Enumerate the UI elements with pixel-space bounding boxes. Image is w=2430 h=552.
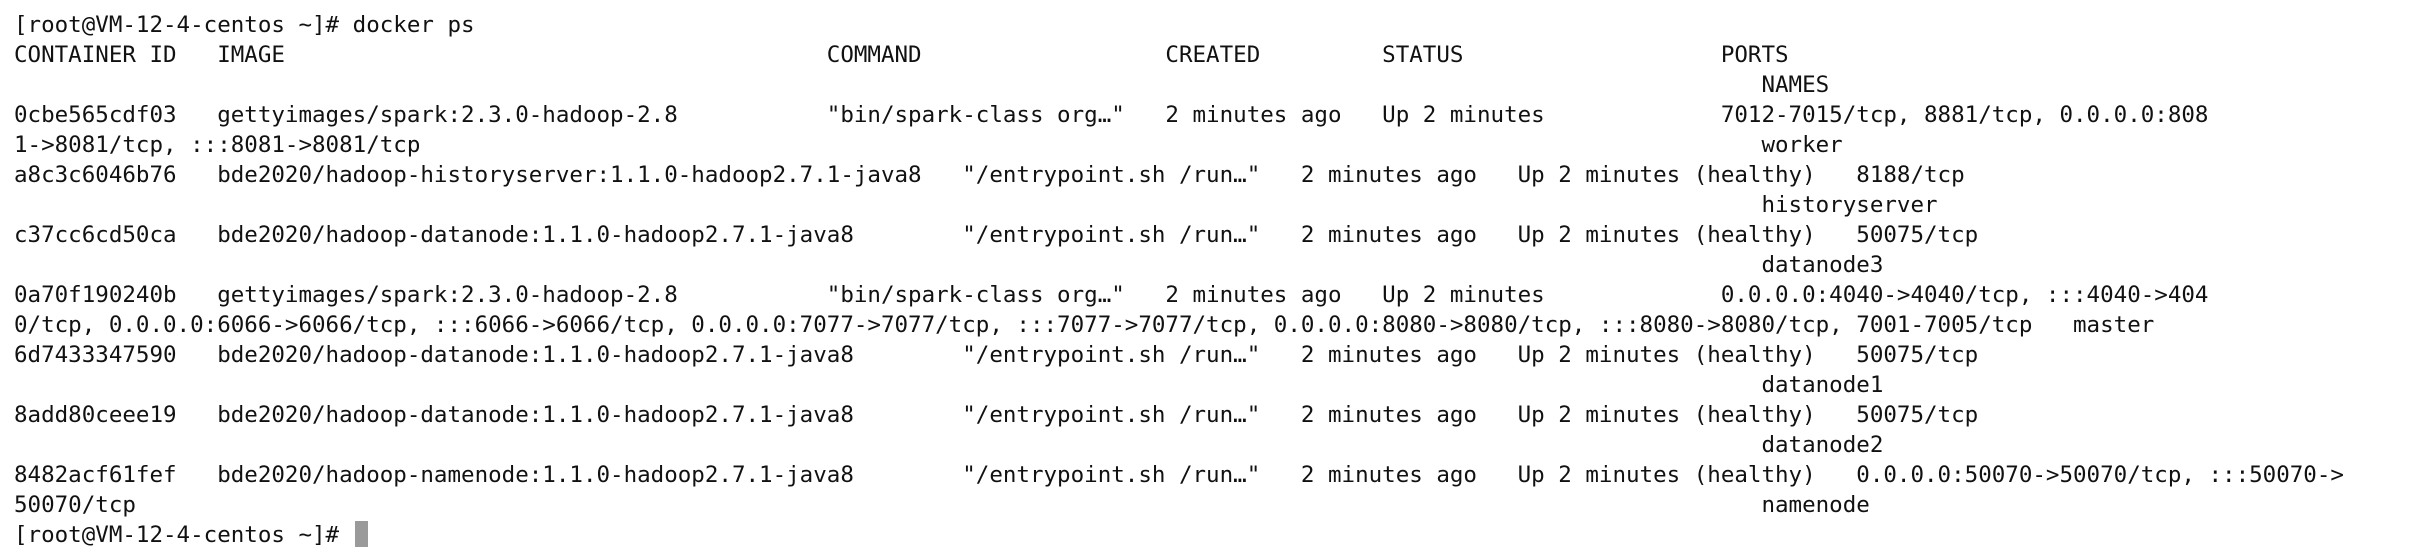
terminal-line: 50070/tcp namenode [14, 492, 1870, 518]
terminal-line: 1->8081/tcp, :::8081->8081/tcp worker [14, 132, 1843, 158]
terminal-line: 8add80ceee19 bde2020/hadoop-datanode:1.1… [14, 402, 1979, 428]
text-cursor [354, 521, 368, 547]
terminal-line: 0a70f190240b gettyimages/spark:2.3.0-had… [14, 282, 2209, 308]
terminal-line: datanode1 [14, 372, 1884, 398]
shell-prompt: [root@VM-12-4-centos ~]# [14, 522, 353, 548]
terminal-line: a8c3c6046b76 bde2020/hadoop-historyserve… [14, 162, 1965, 188]
terminal-line-header: CONTAINER ID IMAGE COMMAND CREATED STATU… [14, 42, 1789, 68]
terminal-line: 8482acf61fef bde2020/hadoop-namenode:1.1… [14, 462, 2344, 488]
terminal-prompt-line[interactable]: [root@VM-12-4-centos ~]# [14, 520, 368, 550]
terminal-line: c37cc6cd50ca bde2020/hadoop-datanode:1.1… [14, 222, 1979, 248]
terminal-line: 0cbe565cdf03 gettyimages/spark:2.3.0-had… [14, 102, 2209, 128]
terminal-line-command: [root@VM-12-4-centos ~]# docker ps [14, 12, 475, 38]
terminal-line-header-names: NAMES [14, 72, 1830, 98]
terminal-line: datanode2 [14, 432, 1884, 458]
terminal-line: 6d7433347590 bde2020/hadoop-datanode:1.1… [14, 342, 1979, 368]
terminal-line: datanode3 [14, 252, 1884, 278]
terminal-line: 0/tcp, 0.0.0.0:6066->6066/tcp, :::6066->… [14, 312, 2155, 338]
terminal-line: historyserver [14, 192, 1938, 218]
